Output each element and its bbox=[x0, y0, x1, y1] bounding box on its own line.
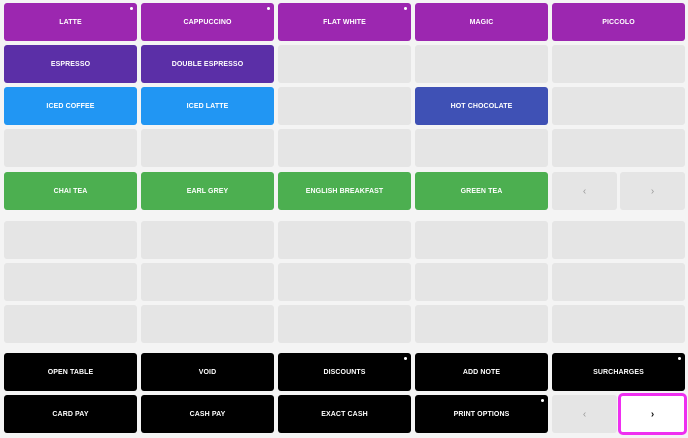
chevron-right-icon: › bbox=[650, 185, 655, 197]
product-grid-tea-row: CHAI TEA EARL GREY ENGLISH BREAKFAST GRE… bbox=[4, 172, 685, 210]
empty-slot[interactable] bbox=[278, 129, 411, 167]
discounts-button[interactable]: DISCOUNTS bbox=[278, 353, 411, 391]
piccolo-label: PICCOLO bbox=[602, 18, 635, 26]
empty-slot[interactable] bbox=[415, 45, 548, 83]
modifier-dot-icon bbox=[130, 7, 133, 10]
modifier-dot-icon bbox=[404, 357, 407, 360]
english-breakfast-label: ENGLISH BREAKFAST bbox=[305, 187, 384, 195]
iced-coffee-label: ICED COFFEE bbox=[46, 102, 95, 110]
add-note-button[interactable]: ADD NOTE bbox=[415, 353, 548, 391]
chevron-left-icon: ‹ bbox=[582, 185, 587, 197]
latte-button[interactable]: LATTE bbox=[4, 3, 137, 41]
chevron-left-icon: ‹ bbox=[582, 408, 587, 420]
magic-button[interactable]: MAGIC bbox=[415, 3, 548, 41]
earl-grey-button[interactable]: EARL GREY bbox=[141, 172, 274, 210]
empty-slot[interactable] bbox=[552, 87, 685, 125]
action-pager: ‹ › bbox=[552, 393, 687, 435]
chai-tea-button[interactable]: CHAI TEA bbox=[4, 172, 137, 210]
empty-slot[interactable] bbox=[552, 45, 685, 83]
empty-slot[interactable] bbox=[415, 263, 548, 301]
cappuccino-label: CAPPUCCINO bbox=[183, 18, 232, 26]
hot-chocolate-label: HOT CHOCOLATE bbox=[450, 102, 513, 110]
product-grid-lower bbox=[4, 221, 685, 343]
empty-slot[interactable] bbox=[552, 263, 685, 301]
discounts-label: DISCOUNTS bbox=[323, 368, 366, 376]
empty-slot[interactable] bbox=[552, 305, 685, 343]
product-grid-top: LATTE CAPPUCCINO FLAT WHITE MAGIC PICCOL… bbox=[4, 3, 685, 167]
chevron-right-icon: › bbox=[650, 408, 655, 420]
iced-latte-button[interactable]: ICED LATTE bbox=[141, 87, 274, 125]
modifier-dot-icon bbox=[678, 357, 681, 360]
empty-slot[interactable] bbox=[415, 305, 548, 343]
double-espresso-button[interactable]: DOUBLE ESPRESSO bbox=[141, 45, 274, 83]
empty-slot[interactable] bbox=[4, 129, 137, 167]
cash-pay-label: CASH PAY bbox=[189, 410, 226, 418]
modifier-dot-icon bbox=[267, 7, 270, 10]
exact-cash-label: EXACT CASH bbox=[321, 410, 368, 418]
empty-slot[interactable] bbox=[4, 263, 137, 301]
empty-slot[interactable] bbox=[278, 221, 411, 259]
product-prev-page-button[interactable]: ‹ bbox=[552, 172, 617, 210]
action-prev-page-button[interactable]: ‹ bbox=[552, 395, 617, 433]
empty-slot[interactable] bbox=[278, 263, 411, 301]
double-espresso-label: DOUBLE ESPRESSO bbox=[171, 60, 244, 68]
espresso-button[interactable]: ESPRESSO bbox=[4, 45, 137, 83]
cappuccino-button[interactable]: CAPPUCCINO bbox=[141, 3, 274, 41]
modifier-dot-icon bbox=[541, 399, 544, 402]
piccolo-button[interactable]: PICCOLO bbox=[552, 3, 685, 41]
english-breakfast-button[interactable]: ENGLISH BREAKFAST bbox=[278, 172, 411, 210]
action-next-page-button[interactable]: › bbox=[618, 393, 687, 435]
empty-slot[interactable] bbox=[4, 221, 137, 259]
empty-slot[interactable] bbox=[415, 221, 548, 259]
empty-slot[interactable] bbox=[278, 45, 411, 83]
magic-label: MAGIC bbox=[469, 18, 494, 26]
surcharges-label: SURCHARGES bbox=[593, 368, 644, 376]
modifier-dot-icon bbox=[404, 7, 407, 10]
iced-coffee-button[interactable]: ICED COFFEE bbox=[4, 87, 137, 125]
empty-slot[interactable] bbox=[415, 129, 548, 167]
product-next-page-button[interactable]: › bbox=[620, 172, 685, 210]
print-options-label: PRINT OPTIONS bbox=[453, 410, 510, 418]
espresso-label: ESPRESSO bbox=[50, 60, 91, 68]
empty-slot[interactable] bbox=[552, 221, 685, 259]
earl-grey-label: EARL GREY bbox=[186, 187, 229, 195]
latte-label: LATTE bbox=[59, 18, 82, 26]
green-tea-button[interactable]: GREEN TEA bbox=[415, 172, 548, 210]
action-grid: OPEN TABLE VOID DISCOUNTS ADD NOTE SURCH… bbox=[4, 353, 687, 435]
add-note-label: ADD NOTE bbox=[462, 368, 501, 376]
void-button[interactable]: VOID bbox=[141, 353, 274, 391]
open-table-label: OPEN TABLE bbox=[47, 368, 94, 376]
void-label: VOID bbox=[198, 368, 217, 376]
empty-slot[interactable] bbox=[278, 87, 411, 125]
product-pager: ‹ › bbox=[552, 172, 685, 210]
empty-slot[interactable] bbox=[141, 305, 274, 343]
open-table-button[interactable]: OPEN TABLE bbox=[4, 353, 137, 391]
flat-white-button[interactable]: FLAT WHITE bbox=[278, 3, 411, 41]
empty-slot[interactable] bbox=[278, 305, 411, 343]
empty-slot[interactable] bbox=[141, 221, 274, 259]
flat-white-label: FLAT WHITE bbox=[323, 18, 366, 26]
exact-cash-button[interactable]: EXACT CASH bbox=[278, 395, 411, 433]
card-pay-label: CARD PAY bbox=[52, 410, 89, 418]
iced-latte-label: ICED LATTE bbox=[186, 102, 229, 110]
empty-slot[interactable] bbox=[4, 305, 137, 343]
chai-tea-label: CHAI TEA bbox=[53, 187, 88, 195]
empty-slot[interactable] bbox=[141, 263, 274, 301]
hot-chocolate-button[interactable]: HOT CHOCOLATE bbox=[415, 87, 548, 125]
surcharges-button[interactable]: SURCHARGES bbox=[552, 353, 685, 391]
empty-slot[interactable] bbox=[141, 129, 274, 167]
green-tea-label: GREEN TEA bbox=[460, 187, 503, 195]
print-options-button[interactable]: PRINT OPTIONS bbox=[415, 395, 548, 433]
card-pay-button[interactable]: CARD PAY bbox=[4, 395, 137, 433]
empty-slot[interactable] bbox=[552, 129, 685, 167]
cash-pay-button[interactable]: CASH PAY bbox=[141, 395, 274, 433]
